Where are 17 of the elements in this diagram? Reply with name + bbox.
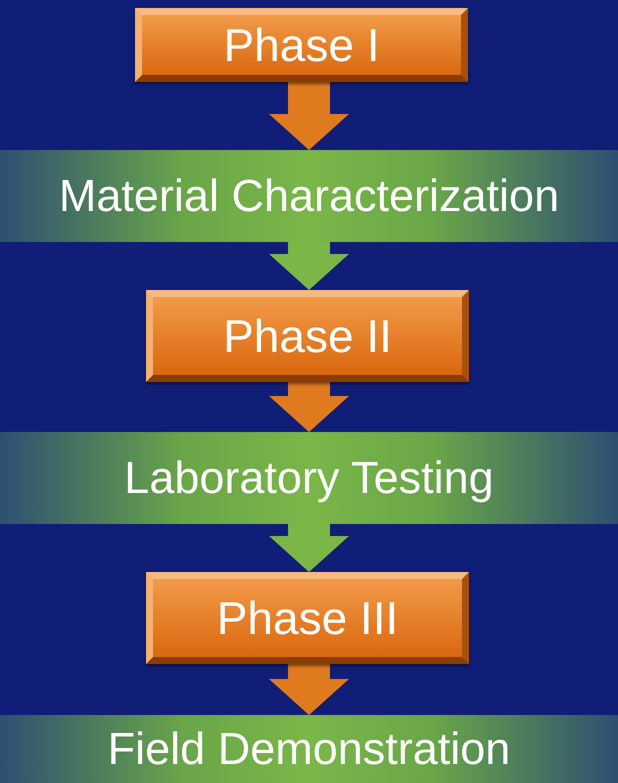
phase-label: Phase II <box>223 309 392 363</box>
arrow <box>269 82 349 150</box>
phase-box <box>146 572 469 664</box>
phase-label: Phase III <box>216 591 398 645</box>
phase-box <box>135 8 468 82</box>
stage-band <box>0 715 618 783</box>
stage-label: Laboratory Testing <box>124 452 494 504</box>
phase-label: Phase I <box>224 18 380 72</box>
arrow <box>269 382 349 432</box>
arrow <box>269 664 349 715</box>
stage-label: Material Characterization <box>58 170 560 222</box>
arrow <box>269 242 349 290</box>
stage-label: Field Demonstration <box>108 723 510 775</box>
stage-band <box>0 150 618 242</box>
stage-band <box>0 432 618 524</box>
phase-box <box>146 290 469 382</box>
arrow <box>269 524 349 572</box>
